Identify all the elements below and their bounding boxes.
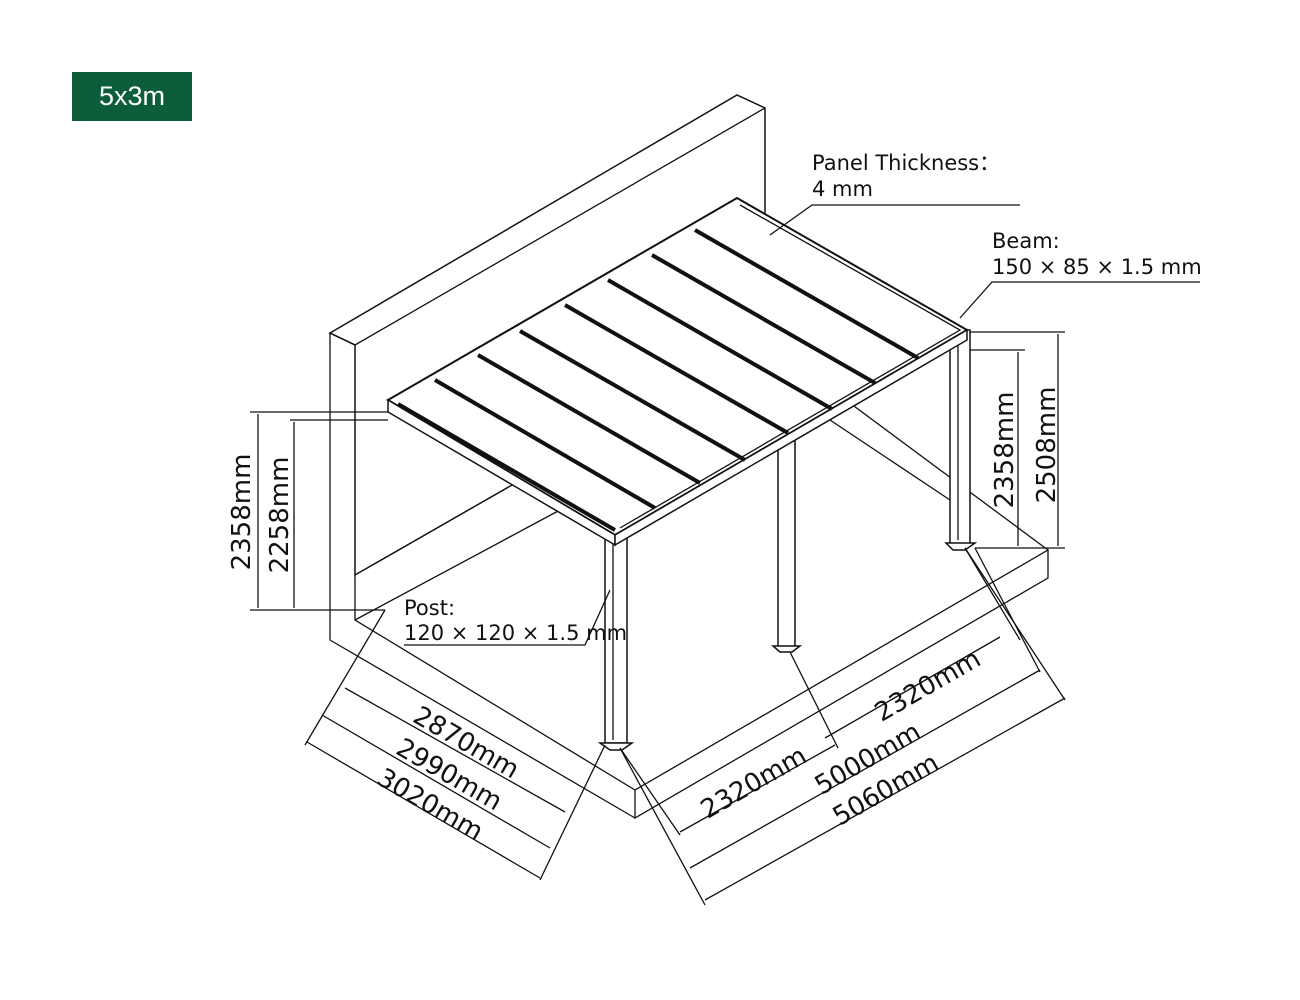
beam-title: Beam:: [992, 229, 1060, 253]
dimension-lines: [250, 204, 1200, 906]
dim-span-left: 2320mm: [696, 741, 812, 825]
post-title: Post:: [404, 596, 455, 620]
roof: [386, 196, 969, 547]
dim-left-height-inner: 2258mm: [265, 457, 295, 574]
panel-thickness-value: 4 mm: [812, 177, 873, 201]
beam-value: 150 × 85 × 1.5 mm: [992, 255, 1202, 279]
size-badge: 5x3m: [72, 72, 192, 121]
dim-right-height-inner: 2358mm: [990, 392, 1020, 509]
dim-left-height-outer: 2358mm: [227, 454, 257, 571]
dim-right-height-outer: 2508mm: [1032, 387, 1062, 504]
post-value: 120 × 120 × 1.5 mm: [404, 621, 627, 645]
posts: [597, 329, 978, 751]
panel-thickness-title: Panel Thickness：: [812, 151, 1000, 175]
dim-span-right: 2320mm: [870, 644, 986, 728]
